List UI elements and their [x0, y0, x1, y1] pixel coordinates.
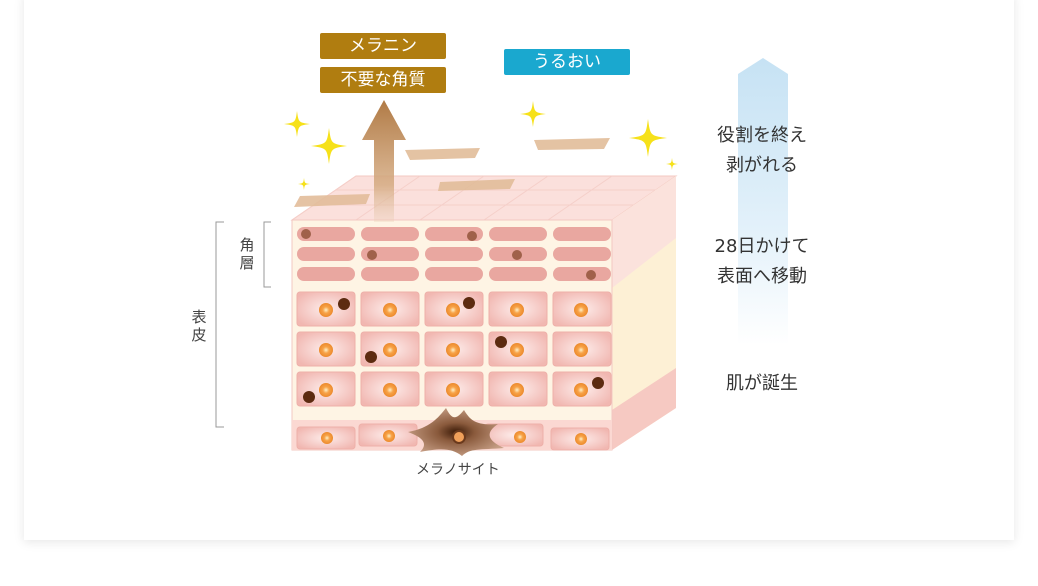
- melanocyte-label: メラノサイト: [416, 459, 500, 479]
- flat-cell: [297, 267, 355, 281]
- flat-cell: [425, 267, 483, 281]
- basal-nucleus: [383, 430, 395, 442]
- cell-nucleus: [319, 383, 333, 397]
- melanin-tag: メラニン: [320, 33, 446, 59]
- moisture-tag: うるおい: [504, 49, 630, 75]
- cell-nucleus: [319, 303, 333, 317]
- stage-move-line-2: 表面へ移動: [702, 262, 822, 292]
- cell-nucleus: [383, 303, 397, 317]
- stratum-corneum-label-1: 角: [238, 236, 256, 254]
- stratum-corneum-label: 角 層: [238, 236, 256, 272]
- flat-cell: [489, 227, 547, 241]
- cell-nucleus: [510, 343, 524, 357]
- cell-nucleus: [383, 343, 397, 357]
- stage-move: 28日かけて 表面へ移動: [702, 232, 822, 292]
- melanocyte-nucleus: [453, 431, 465, 443]
- epidermis-label: 表 皮: [190, 308, 208, 344]
- flat-cell: [361, 227, 419, 241]
- stratum-corneum-bracket: [264, 222, 271, 287]
- stratum-corneum-cells: [297, 227, 611, 281]
- flat-cell: [553, 227, 611, 241]
- flat-cell: [489, 267, 547, 281]
- cell-nucleus: [510, 303, 524, 317]
- epidermis-label-2: 皮: [190, 326, 208, 344]
- epidermis-label-1: 表: [190, 308, 208, 326]
- cell-nucleus: [510, 383, 524, 397]
- stage-shed-line-1: 役割を終え: [702, 121, 822, 151]
- cell-nucleus: [446, 303, 460, 317]
- cell-nucleus: [574, 343, 588, 357]
- flat-cell: [361, 267, 419, 281]
- cell-nucleus: [446, 343, 460, 357]
- flat-cell: [553, 267, 611, 281]
- basal-nucleus: [575, 433, 587, 445]
- flat-cell: [553, 247, 611, 261]
- basal-nucleus: [514, 431, 526, 443]
- stratum-corneum-label-2: 層: [238, 254, 256, 272]
- cell-nucleus: [574, 383, 588, 397]
- cell-nucleus: [574, 303, 588, 317]
- basal-nucleus: [321, 432, 333, 444]
- waste-tag: 不要な角質: [320, 67, 446, 93]
- cell-nucleus: [383, 383, 397, 397]
- stage-shed-line-2: 剥がれる: [702, 151, 822, 181]
- stage-shed: 役割を終え 剥がれる: [702, 121, 822, 181]
- epidermis-bracket: [216, 222, 224, 427]
- stage-move-line-1: 28日かけて: [702, 232, 822, 262]
- flat-cell: [425, 247, 483, 261]
- cell-nucleus: [319, 343, 333, 357]
- cell-nucleus: [446, 383, 460, 397]
- turnover-direction-arrow: [738, 58, 788, 345]
- flat-cell: [297, 247, 355, 261]
- stage-born: 肌が誕生: [702, 375, 822, 393]
